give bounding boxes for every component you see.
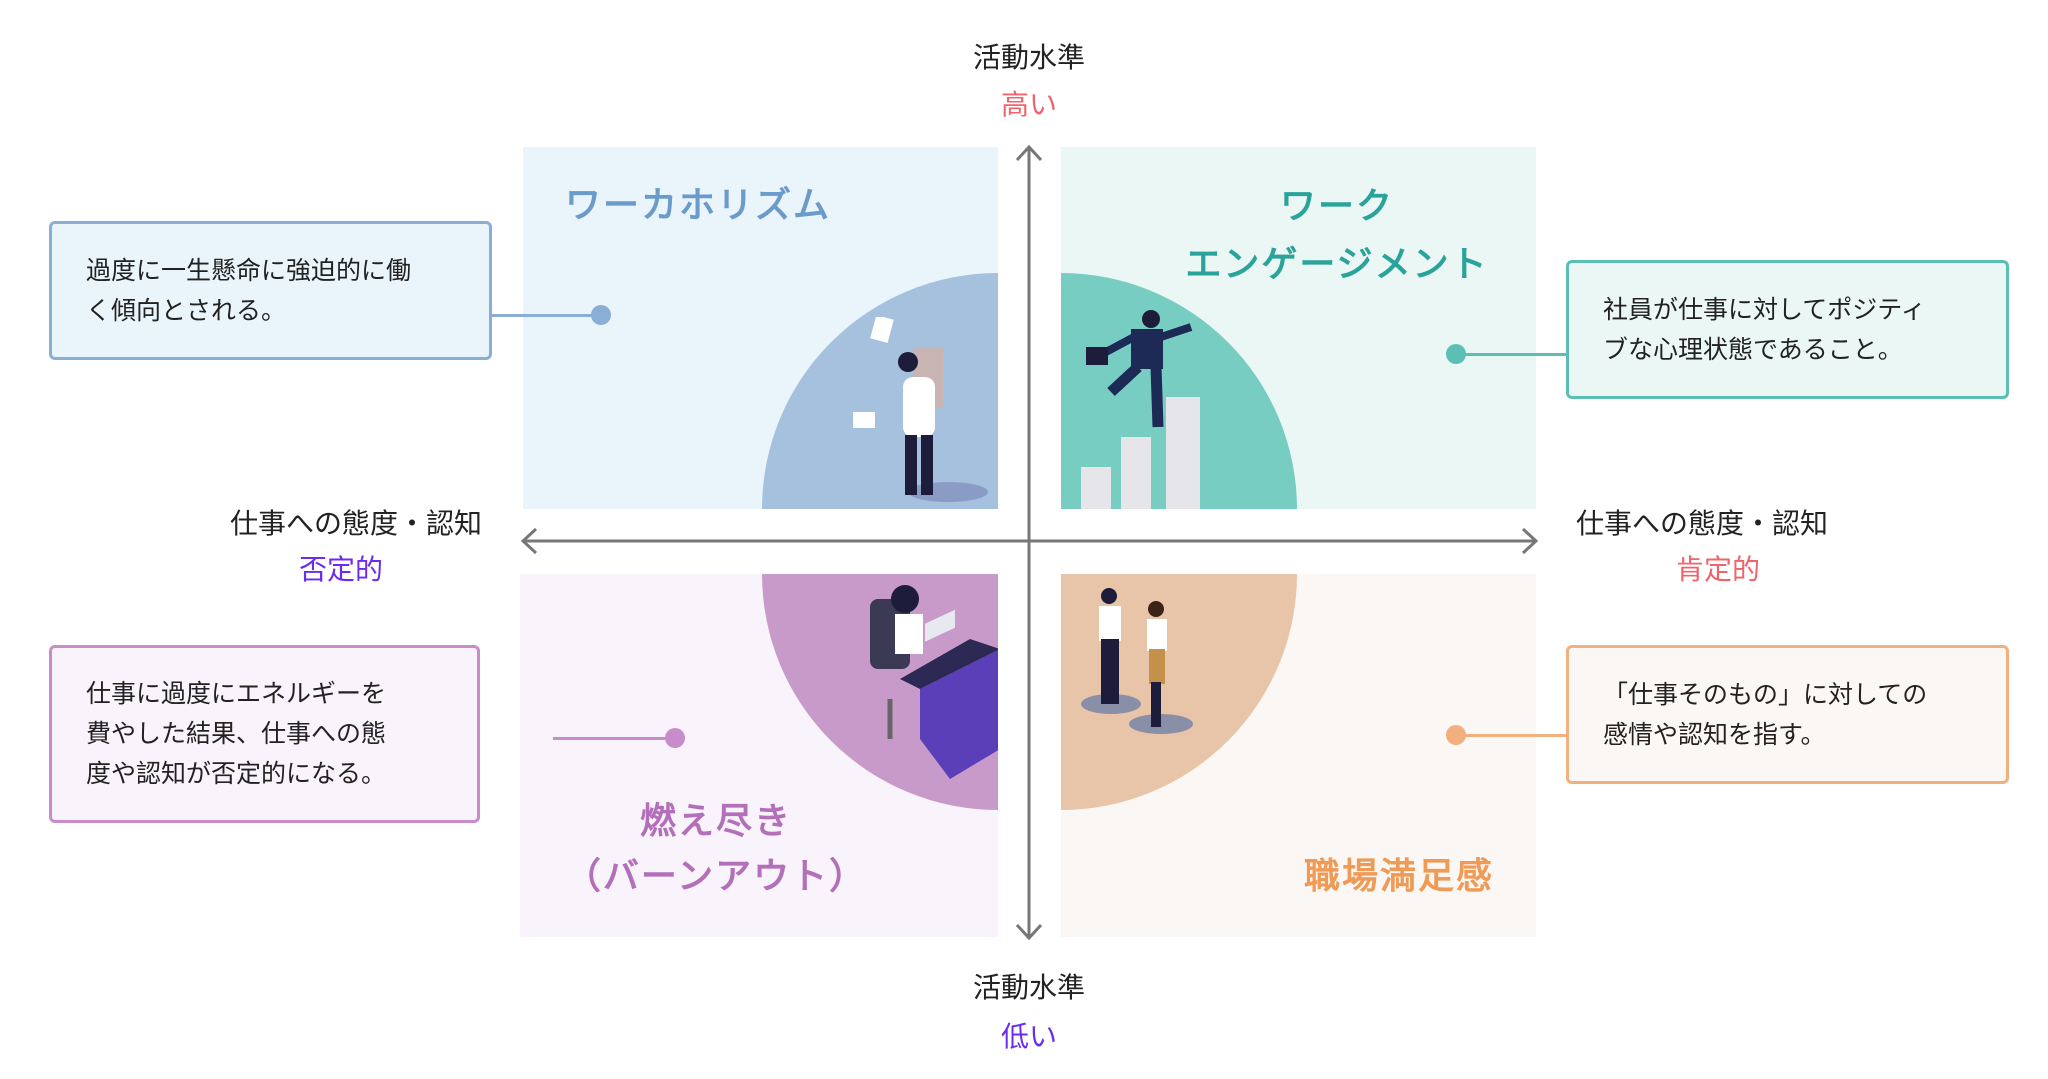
quadrant-work-engagement: ワーク エンゲージメント [1061,147,1536,509]
workaholism-dot [591,305,611,325]
positive-label: 肯定的 [1675,553,1760,586]
engagement-connector [1456,353,1568,356]
description-line: 度や認知が否定的になる。 [86,759,387,788]
workaholism-description-box: 過度に一生懸命に強迫的に働 く傾向とされる。 [49,221,492,360]
happy-coworkers-illustration [1081,588,1193,734]
horizontal-axis-arrow [520,527,1539,555]
description-line: 過度に一生懸命に強迫的に働 [86,255,412,285]
burnout-dot [665,728,685,748]
description-line: 「仕事そのもの」に対しての [1603,679,1928,709]
satisfaction-title: 職場満足感 [1303,856,1494,897]
description-line: く傾向とされる。 [86,295,287,325]
satisfaction-description-box: 「仕事そのもの」に対しての 感情や認知を指す。 [1566,645,2009,784]
horizontal-axis-label-left: 仕事への態度・認知 [229,507,482,540]
climbing-businessman-illustration [1081,310,1200,509]
burnout-title-line2: （バーンアウト） [564,856,868,897]
vertical-axis-label-bottom: 活動水準 [972,971,1085,1004]
workaholism-connector [490,314,601,317]
quadrant-burnout: 燃え尽き （バーンアウト） [520,574,998,937]
negative-label: 否定的 [298,553,383,586]
burnout-connector [553,737,675,740]
overworked-man-illustration [853,317,988,502]
horizontal-axis-label-right: 仕事への態度・認知 [1576,507,1829,540]
engagement-description-box: 社員が仕事に対してポジティ ブな心理状態であること。 [1566,260,2009,399]
engagement-title-line1: ワーク [1279,186,1394,227]
satisfaction-connector [1456,734,1568,737]
description-line: 仕事に過度にエネルギーを [86,679,387,708]
description-line: 社員が仕事に対してポジティ [1603,294,1926,324]
engagement-title-line2: エンゲージメント [1185,244,1489,285]
vertical-axis-label-top: 活動水準 [972,41,1085,74]
burnout-description-box: 仕事に過度にエネルギーを 費やした結果、仕事への態 度や認知が否定的になる。 [49,645,480,823]
workaholism-title: ワーカホリズム [565,185,832,226]
description-line: ブな心理状態であること。 [1603,334,1903,364]
burnout-title-line1: 燃え尽き [639,801,792,842]
exhausted-woman-illustration [870,585,998,779]
high-activity-label: 高い [1000,88,1057,121]
low-activity-label: 低い [1000,1020,1057,1053]
quadrant-workaholism: ワーカホリズム [523,147,998,509]
engagement-dot [1446,344,1466,364]
quadrant-job-satisfaction: 職場満足感 [1061,574,1536,937]
description-line: 感情や認知を指す。 [1603,719,1826,749]
satisfaction-dot [1446,725,1466,745]
description-line: 費やした結果、仕事への態 [86,719,387,748]
